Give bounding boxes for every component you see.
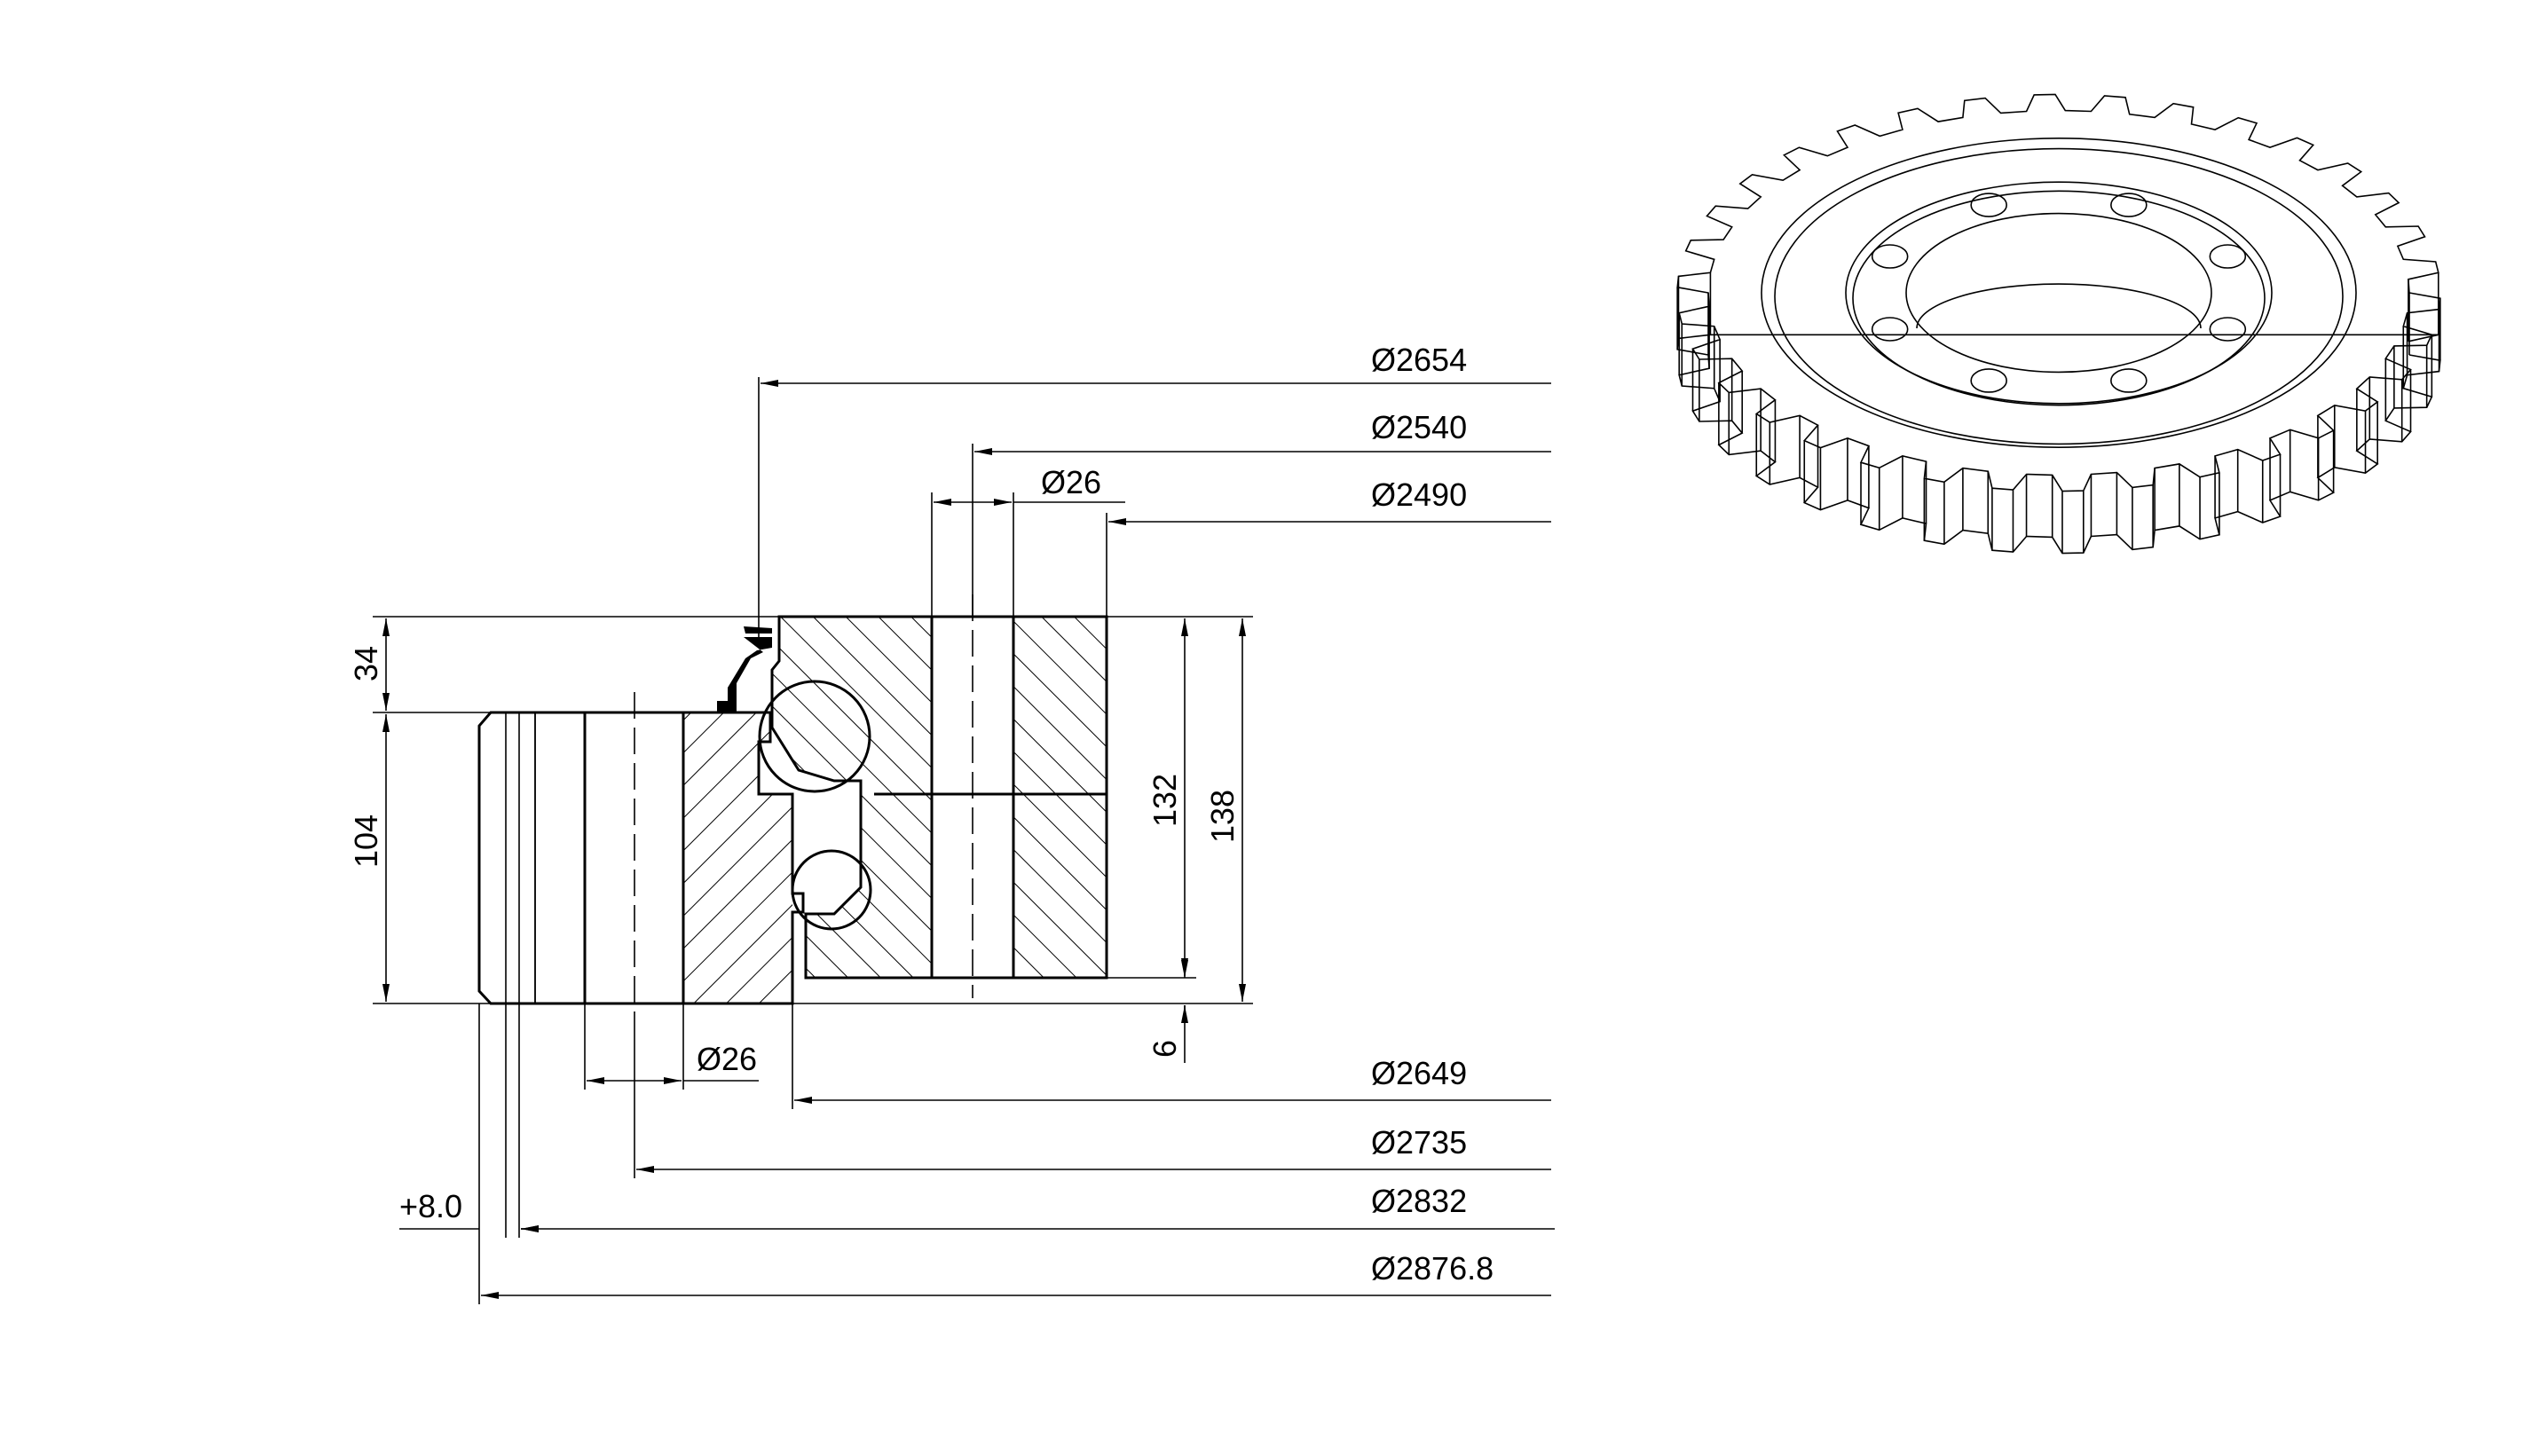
gear-isometric-view <box>1676 93 2441 555</box>
dim-d2735: Ø2735 <box>1371 1124 1467 1161</box>
dim-d2654: Ø2654 <box>1371 342 1467 378</box>
dimension-labels: Ø2654 Ø2540 Ø26 Ø2490 34 104 132 138 6 Ø… <box>348 342 1494 1287</box>
gear-face-ring <box>1761 138 2357 448</box>
dim-h34: 34 <box>348 646 384 681</box>
dim-d2876: Ø2876.8 <box>1371 1250 1494 1287</box>
raceway-ring <box>1845 181 2273 405</box>
bolt-hole <box>1970 368 2007 393</box>
dim-h132: 132 <box>1147 774 1183 827</box>
dim-h104: 104 <box>348 815 384 868</box>
bolt-hole <box>1871 317 1909 342</box>
dim-d2649: Ø2649 <box>1371 1055 1467 1091</box>
bore-edge <box>1905 212 2212 374</box>
dim-d26-top: Ø26 <box>1041 464 1101 500</box>
bearing-cross-section <box>477 594 1108 1020</box>
bolt-hole <box>2209 244 2247 269</box>
bolt-hole <box>2110 193 2148 217</box>
seal <box>717 626 772 712</box>
bore-inner-edge <box>1916 283 2202 329</box>
bolt-hole <box>1871 244 1909 269</box>
dim-h138: 138 <box>1204 790 1241 843</box>
gear-face-ring-inner <box>1774 147 2344 445</box>
dim-d2490: Ø2490 <box>1371 476 1467 513</box>
dim-plus8: +8.0 <box>399 1188 462 1224</box>
dim-d2540: Ø2540 <box>1371 409 1467 445</box>
raceway-ring-inner <box>1852 190 2266 406</box>
lower-ball <box>791 849 872 931</box>
upper-ball <box>758 680 871 793</box>
dim-d26-bottom: Ø26 <box>697 1041 757 1077</box>
outer-ring-section <box>477 692 805 1020</box>
dimension-lines <box>373 377 1555 1304</box>
inner-ring-section <box>770 594 1108 998</box>
bolt-hole <box>1970 193 2007 217</box>
gear-bottom-profile <box>1676 334 2441 555</box>
bolt-hole <box>2110 368 2148 393</box>
dim-h6: 6 <box>1147 1040 1183 1058</box>
dim-d2832: Ø2832 <box>1371 1183 1467 1219</box>
gear-top-profile <box>1676 93 2441 492</box>
bolt-hole <box>2209 317 2247 342</box>
